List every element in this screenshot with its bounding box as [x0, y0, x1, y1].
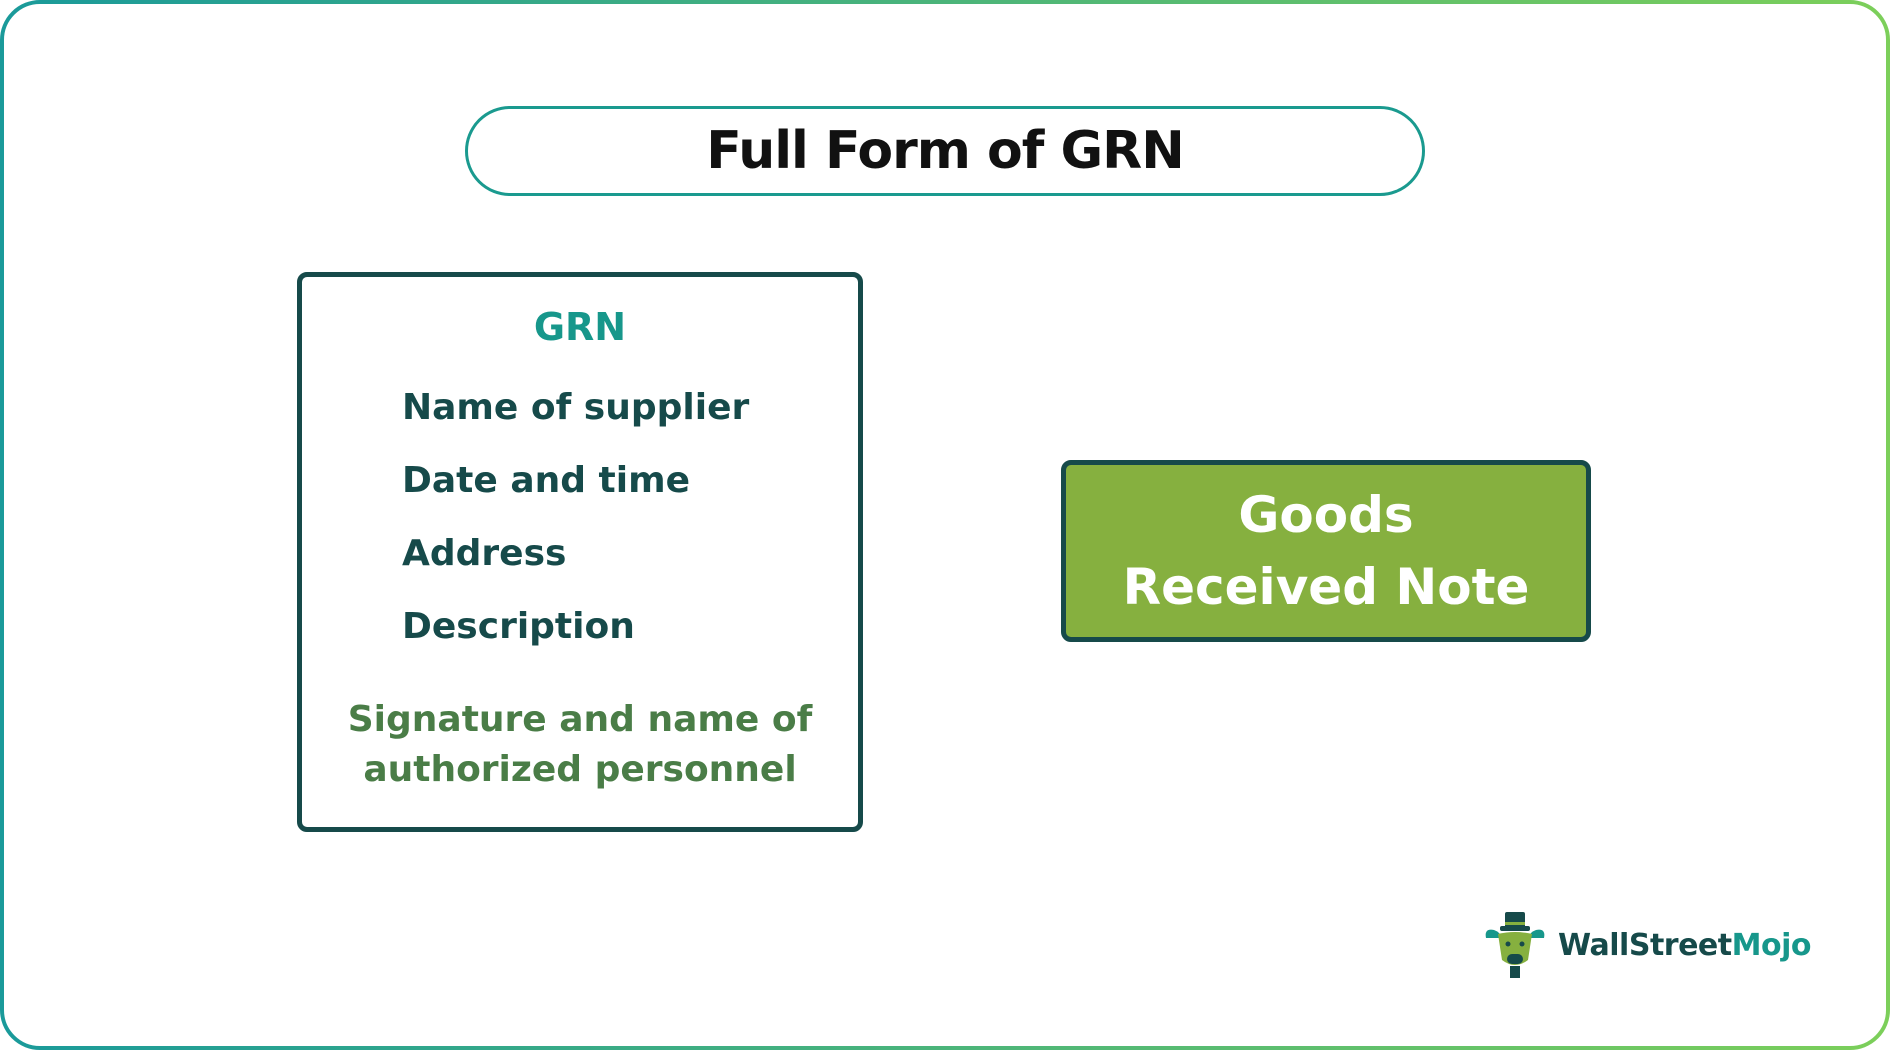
- title-pill: Full Form of GRN: [465, 106, 1425, 196]
- field-address: Address: [402, 533, 567, 574]
- card-heading: GRN: [533, 305, 627, 349]
- full-form-line-2: Received Note: [1122, 558, 1530, 616]
- grn-contents-card: GRN Name of supplier Date and time Addre…: [297, 272, 863, 832]
- bull-with-top-hat-icon: [1485, 912, 1545, 978]
- card-footer: Signature and name of authorized personn…: [302, 695, 858, 795]
- full-form-line-1: Goods: [1238, 486, 1414, 544]
- field-date-and-time: Date and time: [402, 460, 691, 501]
- brand-name-part-1: WallStreet: [1558, 927, 1732, 963]
- field-name-of-supplier: Name of supplier: [402, 387, 750, 428]
- brand-name: WallStreetMojo: [1558, 928, 1811, 963]
- brand-name-part-2: Mojo: [1731, 927, 1812, 963]
- full-form-box: Goods Received Note: [1061, 460, 1591, 642]
- page-title: Full Form of GRN: [706, 121, 1184, 181]
- footer-line-2: authorized personnel: [363, 749, 797, 790]
- field-description: Description: [402, 606, 635, 647]
- footer-line-1: Signature and name of: [347, 699, 813, 740]
- brand-logo: WallStreetMojo: [1480, 910, 1811, 980]
